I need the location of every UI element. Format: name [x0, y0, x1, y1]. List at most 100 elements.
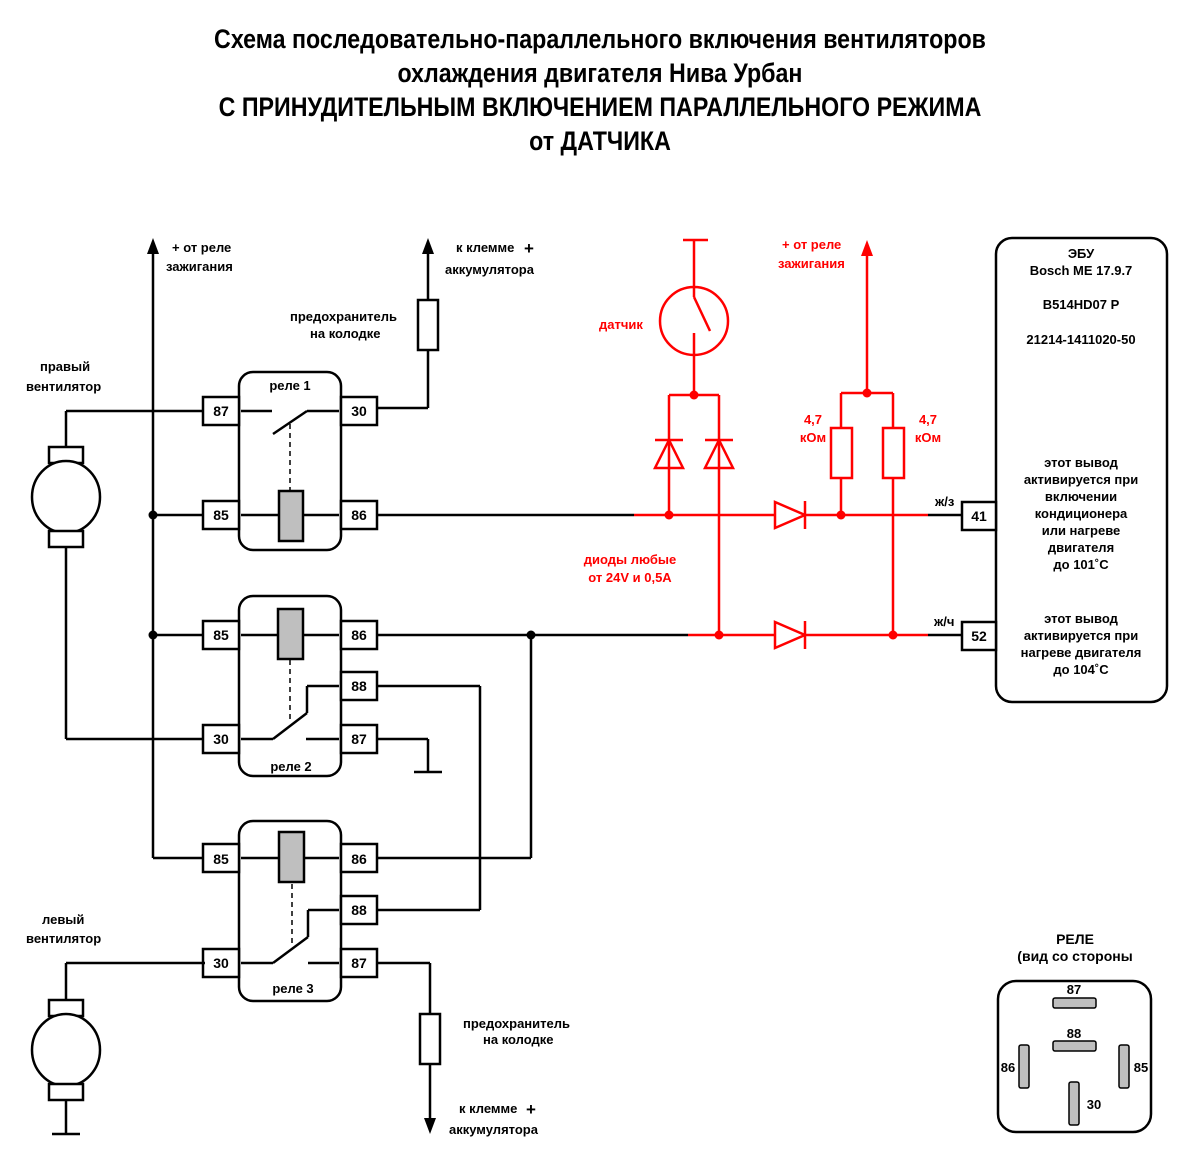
title-line-1: Схема последовательно-параллельного вклю… — [214, 24, 986, 54]
pinout-label-30: 30 — [1087, 1097, 1101, 1112]
pin-88-icon — [1052, 1040, 1097, 1052]
resistor-1-unit: кОм — [800, 430, 826, 445]
ecu-note-41-line: этот вывод — [1044, 455, 1118, 470]
relay-coil-icon — [277, 489, 305, 543]
right-fan-label-2: вентилятор — [26, 379, 101, 394]
ecu-note-41-line: до 101˚С — [1053, 557, 1109, 572]
relay-3-pin-86: 86 — [351, 851, 367, 867]
ecu-note-52-line: до 104˚С — [1053, 662, 1109, 677]
ecu-note-41-line: кондиционера — [1035, 506, 1128, 521]
right-fan-label-1: правый — [40, 359, 90, 374]
relay-1-pin-85: 85 — [213, 507, 229, 523]
relay-1-pin-87: 87 — [213, 403, 229, 419]
motor-icon — [30, 459, 102, 535]
ecu-note-41-line: двигателя — [1048, 540, 1114, 555]
fuse-bottom-label-2: на колодке — [483, 1032, 554, 1047]
relay-coil-icon — [277, 830, 306, 884]
relay-2: реле 2 85 86 88 30 87 — [201, 594, 379, 778]
pinout-label-85: 85 — [1134, 1060, 1148, 1075]
relay-1-label: реле 1 — [269, 378, 310, 393]
pinout-title-1: РЕЛЕ — [1056, 931, 1094, 947]
relay-2-pin-86: 86 — [351, 627, 367, 643]
pinout-label-86: 86 — [1001, 1060, 1015, 1075]
battery-bottom-plus: + — [526, 1100, 536, 1119]
ignition-bus — [147, 238, 205, 860]
ecu-note-52: этот вывод активируется при нагреве двиг… — [1021, 611, 1142, 677]
resistor-1-value: 4,7 — [804, 412, 822, 427]
ecu-block: 41 52 ЭБУ Bosch ME 17.9.7 B514HD07 P 212… — [960, 236, 1169, 704]
battery-bottom-label-2: аккумулятора — [449, 1122, 539, 1137]
relay-3-label: реле 3 — [272, 981, 313, 996]
ecu-note-52-line: нагреве двигателя — [1021, 645, 1142, 660]
pinout-label-88: 88 — [1067, 1026, 1081, 1041]
relay-coil-icon — [276, 607, 305, 661]
pinout-label-87: 87 — [1067, 982, 1081, 997]
ecu-part-number: 21214-1411020-50 — [1026, 332, 1135, 347]
relay-2-pin-88: 88 — [351, 678, 367, 694]
pin-85-icon — [1118, 1044, 1130, 1089]
arrow-down-icon — [424, 1118, 436, 1134]
resistor-2-unit: кОм — [915, 430, 941, 445]
relay-3-pin-30: 30 — [213, 955, 229, 971]
diagram-title: Схема последовательно-параллельного вклю… — [0, 22, 1200, 158]
relay-1: реле 1 87 30 85 86 — [201, 370, 379, 552]
ignition-label-1: + от реле — [172, 240, 231, 255]
relay-2-pin-30: 30 — [213, 731, 229, 747]
ecu-pin-52: 52 — [971, 628, 987, 644]
red-ignition-label-1: + от реле — [782, 237, 841, 252]
ecu-model: Bosch ME 17.9.7 — [1030, 263, 1133, 278]
battery-label-2: аккумулятора — [445, 262, 535, 277]
fuse-icon — [416, 298, 440, 352]
resistor-icon — [881, 426, 906, 480]
pin-87-icon — [1052, 997, 1097, 1009]
pinout-title-2: (вид со стороны — [1017, 948, 1132, 964]
battery-plus-label: + — [524, 239, 534, 258]
battery-feed-bottom — [377, 961, 442, 1134]
ecu-note-52-line: этот вывод — [1044, 611, 1118, 626]
relay-3-pin-87: 87 — [351, 955, 367, 971]
pin-30-icon — [1068, 1081, 1080, 1126]
ecu-note-52-line: активируется при — [1024, 628, 1138, 643]
left-fan-label-1: левый — [42, 912, 84, 927]
red-ignition-label-2: зажигания — [778, 256, 845, 271]
sensor-circuit — [634, 238, 928, 650]
left-fan-label-2: вентилятор — [26, 931, 101, 946]
fuse-icon — [418, 1012, 442, 1066]
pin-86-icon — [1018, 1044, 1030, 1089]
motor-icon — [30, 1012, 102, 1088]
fuse-bottom-label-1: предохранитель — [463, 1016, 570, 1031]
relay-1-pin-30: 30 — [351, 403, 367, 419]
ecu-note-41: этот вывод активируется при включении ко… — [1024, 455, 1138, 572]
resistor-icon — [829, 426, 854, 480]
battery-feed-top — [375, 238, 440, 410]
relay-1-pin-86: 86 — [351, 507, 367, 523]
arrow-up-icon — [861, 240, 873, 256]
ground-relay-2 — [377, 737, 442, 774]
battery-label-1: к клемме — [456, 240, 514, 255]
junction-dot — [714, 630, 724, 640]
arrow-up-icon — [422, 238, 434, 254]
fuse-label-2: на колодке — [310, 326, 381, 341]
ecu-title: ЭБУ — [1068, 246, 1095, 261]
diodes-note-2: от 24V и 0,5А — [588, 570, 672, 585]
title-line-4: от ДАТЧИКА — [529, 126, 671, 156]
diode-icon — [773, 620, 809, 650]
title-line-2: охлаждения двигателя Нива Урбан — [397, 58, 803, 88]
ecu-note-41-line: активируется при — [1024, 472, 1138, 487]
title-line-3: С ПРИНУДИТЕЛЬНЫМ ВКЛЮЧЕНИЕМ ПАРАЛЛЕЛЬНОГ… — [218, 92, 982, 122]
diode-icon — [773, 500, 809, 530]
relay-pinout: РЕЛЕ (вид со стороны 87 88 86 85 30 — [996, 931, 1153, 1134]
resistor-2-value: 4,7 — [919, 412, 937, 427]
relay-2-label: реле 2 — [270, 759, 311, 774]
diodes-note-1: диоды любые — [584, 552, 677, 567]
relay-3-pin-88: 88 — [351, 902, 367, 918]
battery-bottom-label-1: к клемме — [459, 1101, 517, 1116]
arrow-up-icon — [147, 238, 159, 254]
sensor-label: датчик — [599, 317, 643, 332]
relay-2-pin-87: 87 — [351, 731, 367, 747]
right-fan-motor — [30, 409, 205, 741]
ignition-label-2: зажигания — [166, 259, 233, 274]
diode-icon — [652, 437, 686, 470]
relay-2-pin-85: 85 — [213, 627, 229, 643]
